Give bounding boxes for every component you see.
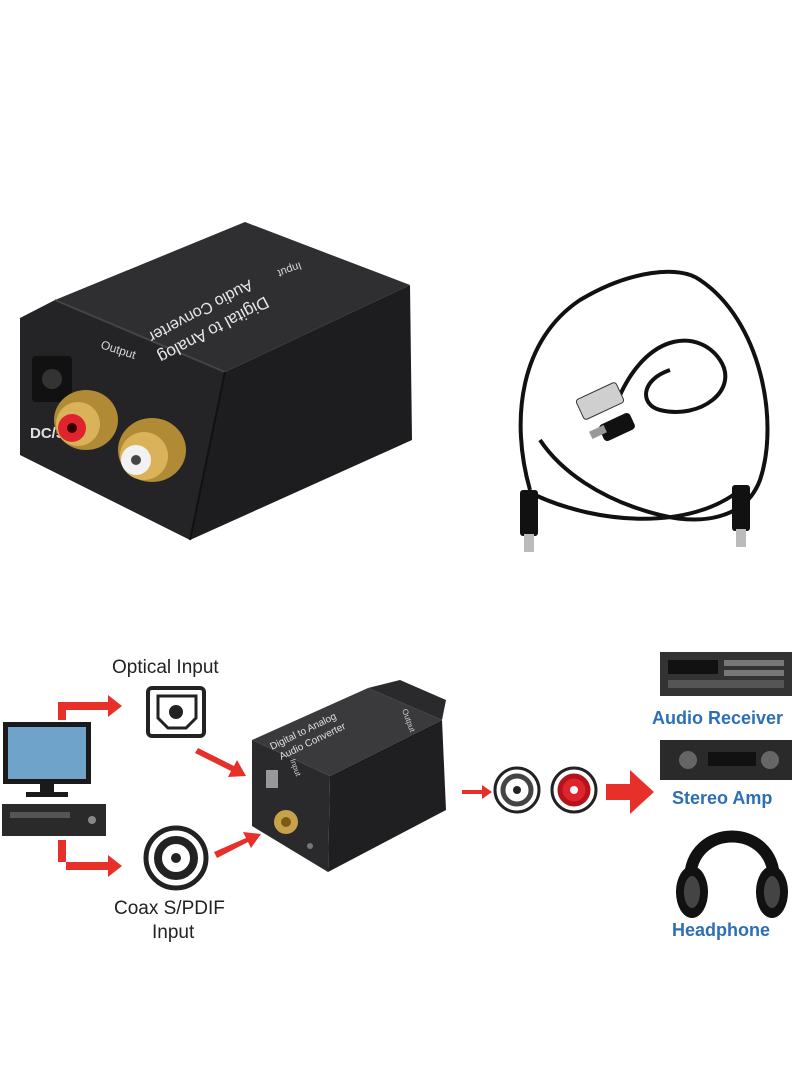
audio-receiver-label: Audio Receiver (652, 708, 784, 728)
optical-port-icon (146, 686, 206, 738)
tv-icon (3, 722, 91, 797)
toslink-plug-left (520, 490, 538, 552)
audio-receiver-icon (660, 652, 792, 696)
optical-input-label: Optical Input (112, 657, 219, 678)
coax-input-label-line2: Input (152, 922, 195, 943)
rca-white-jack (118, 418, 186, 482)
stereo-amp-icon (660, 740, 792, 780)
toslink-plug-right (732, 485, 750, 547)
optical-cable (518, 269, 770, 522)
dvd-player-icon (2, 804, 106, 836)
usb-cable (575, 338, 728, 442)
stereo-amp-label: Stereo Amp (672, 788, 773, 808)
input-arrows (195, 748, 261, 858)
product-photo: Digital to Analog Audio Converter Output… (20, 222, 770, 552)
source-arrows (58, 695, 122, 877)
rca-red-jack (54, 390, 118, 450)
rca-red-icon (550, 766, 598, 814)
coax-port-icon (143, 825, 209, 891)
headphone-icon (676, 830, 788, 918)
rca-white-icon (462, 766, 541, 814)
diagram-converter-box (252, 680, 446, 872)
converter-box (20, 222, 412, 541)
coax-input-label-line1: Coax S/PDIF (114, 898, 225, 919)
headphone-label: Headphone (672, 920, 771, 940)
connection-diagram: Digital to Analog Audio Converter Input … (2, 652, 792, 918)
output-arrow (606, 770, 654, 814)
